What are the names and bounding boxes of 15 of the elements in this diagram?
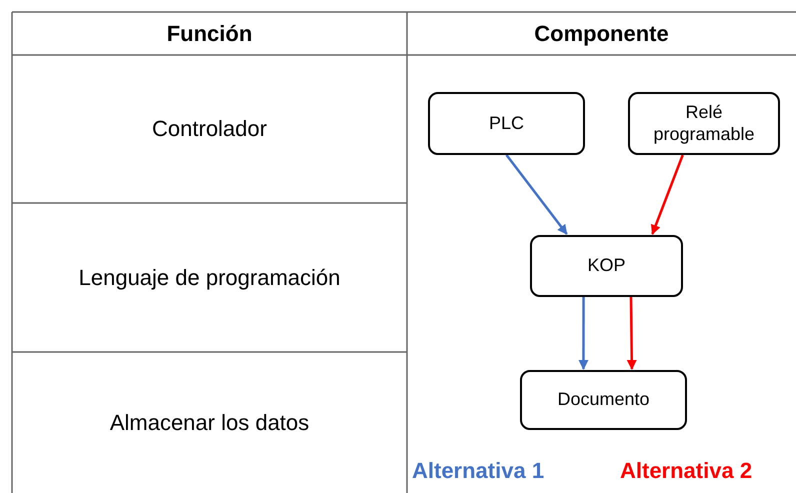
arrow [506, 154, 568, 235]
row-label: Controlador [152, 116, 267, 142]
component-box: PLC [428, 92, 585, 155]
column-header: Función [166, 20, 252, 46]
row-label: Lenguaje de programación [78, 264, 340, 290]
alternative-label: Alternativa 1 [412, 458, 544, 484]
component-box: Documento [520, 370, 687, 430]
component-box: Relé programable [628, 92, 780, 155]
arrow [626, 296, 637, 370]
alternative-label: Alternativa 2 [620, 458, 752, 484]
row-label: Almacenar los datos [110, 410, 310, 436]
arrow [650, 154, 684, 235]
component-box: KOP [530, 235, 683, 297]
arrow [578, 297, 588, 370]
column-header: Componente [534, 20, 669, 46]
